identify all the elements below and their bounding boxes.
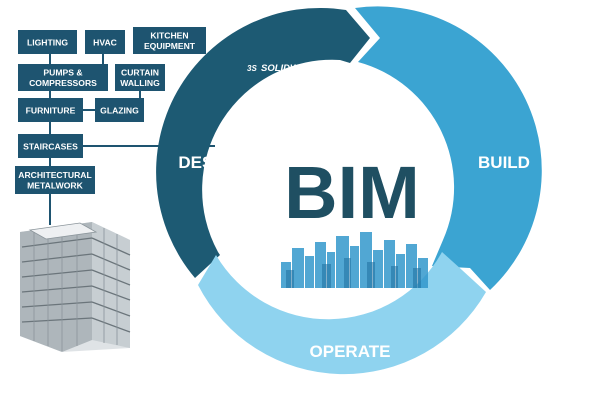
lighting-label: LIGHTING (27, 38, 68, 48)
component-box-glazing: GLAZING (95, 98, 144, 122)
component-box-staircases: STAIRCASES (18, 134, 83, 158)
solidworks-logo: 3S SOLIDWORKS (247, 63, 327, 74)
component-box-kitchen-equipment: KITCHEN EQUIPMENT (133, 27, 206, 54)
component-box-architectural-metalwork: ARCHITECTURAL METALWORK (15, 166, 95, 194)
kitchen-label-2: EQUIPMENT (144, 41, 196, 51)
design-segment (156, 7, 370, 279)
arch-label-2: METALWORK (27, 181, 83, 191)
operate-label: OPERATE (310, 342, 391, 361)
cycle-ring: DESIGN BUILD OPERATE 3S SOLIDWORKS (156, 6, 542, 375)
component-box-hvac: HVAC (85, 30, 125, 54)
arch-label-1: ARCHITECTURAL (18, 170, 92, 180)
component-box-lighting: LIGHTING (18, 30, 77, 54)
bim-center: BIM (281, 151, 428, 288)
build-label: BUILD (478, 153, 530, 172)
city-skyline (281, 232, 428, 288)
component-box-pumps-compressors: PUMPS & COMPRESSORS (18, 64, 108, 91)
component-box-curtain-walling: CURTAIN WALLING (115, 64, 165, 91)
curtain-label-2: WALLING (120, 78, 160, 88)
pumps-label-1: PUMPS & (43, 68, 82, 78)
furniture-label: FURNITURE (26, 106, 76, 116)
pumps-label-2: COMPRESSORS (29, 78, 97, 88)
design-label: DESIGN (178, 153, 243, 172)
curtain-label-1: CURTAIN (121, 68, 159, 78)
glazing-label: GLAZING (100, 106, 139, 116)
staircases-label: STAIRCASES (23, 142, 78, 152)
building-illustration (20, 222, 131, 352)
operate-segment (198, 252, 486, 375)
hvac-label: HVAC (93, 38, 117, 48)
solidworks-logo-mark: 3S (247, 64, 257, 73)
city-skyline-shadow (286, 258, 421, 288)
bim-title: BIM (284, 151, 420, 234)
component-box-furniture: FURNITURE (18, 98, 83, 122)
build-segment (355, 6, 542, 291)
kitchen-label-1: KITCHEN (150, 31, 188, 41)
solidworks-logo-text: SOLIDWORKS (261, 63, 327, 74)
